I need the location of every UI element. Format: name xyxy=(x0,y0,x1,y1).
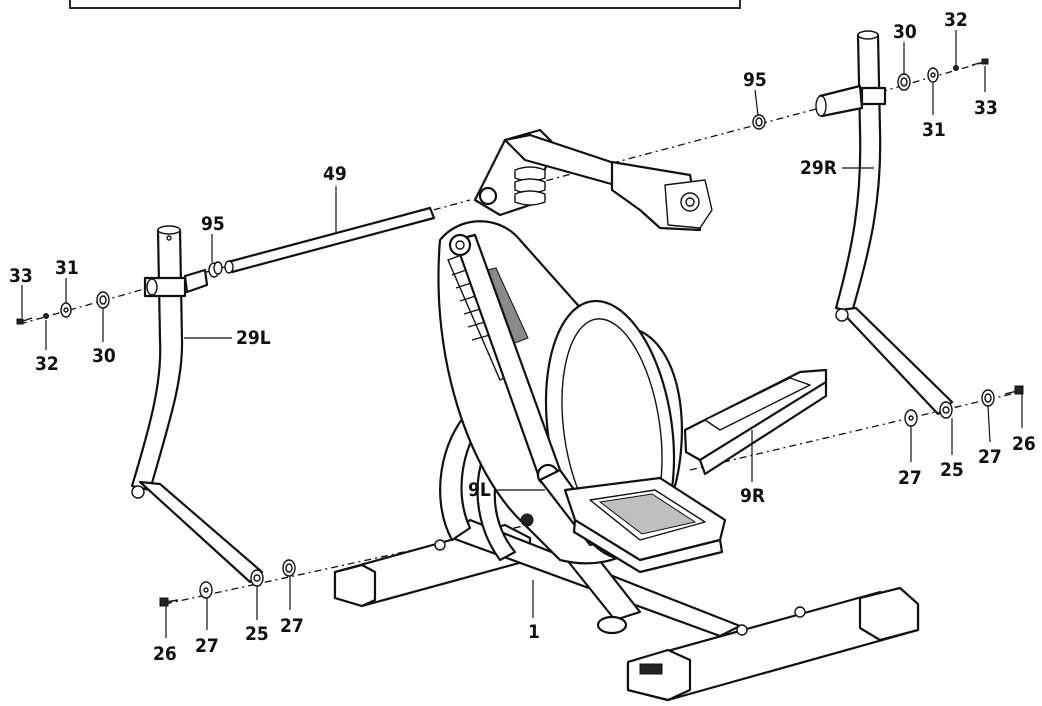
hardware-left-bottom xyxy=(159,513,534,607)
callout-27-right-b: 27 xyxy=(978,446,1002,468)
pedal-9L xyxy=(538,468,727,574)
callout-33-right: 33 xyxy=(974,97,998,119)
callout-95-right: 95 xyxy=(743,69,767,91)
callout-29L: 29L xyxy=(236,327,271,349)
callout-26-left: 26 xyxy=(153,643,177,665)
pedal-9R xyxy=(683,368,828,476)
callout-33-left: 33 xyxy=(9,265,33,287)
callout-25-left: 25 xyxy=(245,623,269,645)
axle-49 xyxy=(224,206,436,274)
hardware-right-top xyxy=(752,58,989,130)
handlebar-29L xyxy=(130,225,264,584)
callout-9R: 9R xyxy=(740,485,765,507)
console-mast xyxy=(473,128,713,232)
handlebar-29R xyxy=(815,30,954,416)
callout-27-left-a: 27 xyxy=(195,635,219,657)
callout-49: 49 xyxy=(323,163,347,185)
callout-27-right-a: 27 xyxy=(898,467,922,489)
callout-9L: 9L xyxy=(468,479,491,501)
hardware-left-top xyxy=(16,261,223,325)
callout-1: 1 xyxy=(528,621,540,643)
hardware-right-bottom xyxy=(904,385,1024,427)
callout-25-right: 25 xyxy=(940,459,964,481)
callout-31-right: 31 xyxy=(922,119,946,141)
callout-30-right: 30 xyxy=(893,21,917,43)
callout-30-left: 30 xyxy=(92,345,116,367)
callout-32-left: 32 xyxy=(35,353,59,375)
callout-29R: 29R xyxy=(800,157,837,179)
callout-32-right: 32 xyxy=(944,9,968,31)
callout-31-left: 31 xyxy=(55,257,79,279)
leader-lines xyxy=(21,30,1023,638)
callout-labels: 49 95 33 31 32 30 29L 95 30 32 31 33 29R… xyxy=(9,9,1036,665)
base-frame xyxy=(333,408,920,702)
callout-95-left: 95 xyxy=(201,213,225,235)
callout-26-right: 26 xyxy=(1012,433,1036,455)
header-frame xyxy=(69,0,741,9)
callout-27-left-b: 27 xyxy=(280,615,304,637)
